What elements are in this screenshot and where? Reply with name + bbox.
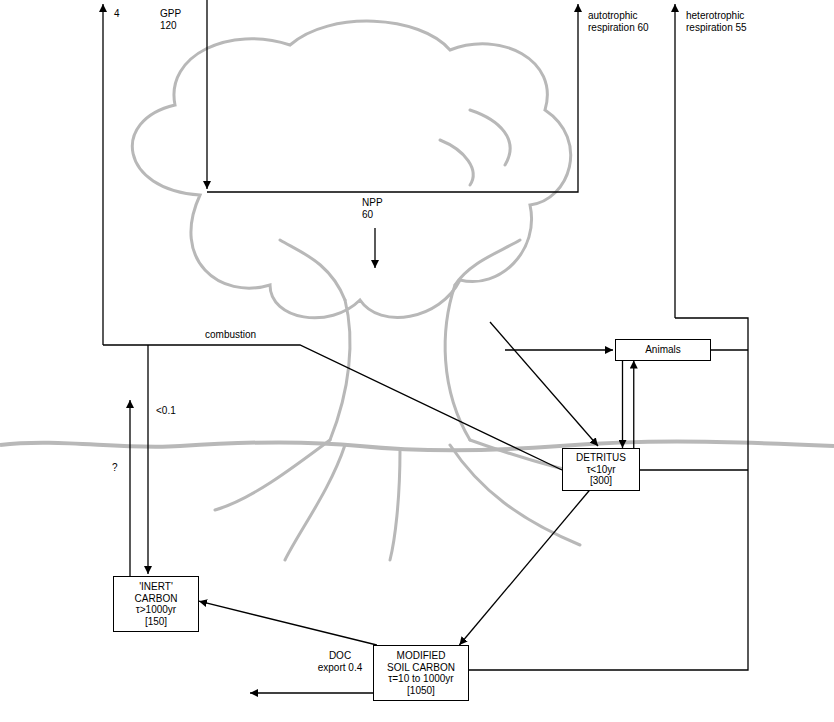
charcoal-flux [147, 345, 148, 574]
flux-label: autotrophic respiration 60 [588, 10, 650, 34]
pool-name: Animals [622, 344, 704, 356]
flux-label: 4 [114, 8, 120, 20]
combustion-line [103, 345, 562, 470]
flux-label: <0.1 [156, 405, 176, 417]
heterotrophic-line [469, 318, 748, 670]
flux-label: combustion [205, 329, 256, 341]
detritus-respiration [640, 469, 748, 470]
flux-label: NPP 60 [362, 197, 390, 221]
npp-flux [374, 228, 375, 268]
animals-box: Animals [615, 339, 711, 361]
pool-box: 'INERT' CARBONτ>1000yr[150] [113, 576, 199, 632]
tree-to-animals [505, 349, 613, 350]
heterotrophic-flux [674, 4, 675, 318]
doc-export [250, 692, 373, 693]
ground-line [0, 442, 834, 451]
pool-value: [150] [124, 616, 188, 628]
pool-name: MODIFIED SOIL CARBON [384, 650, 458, 673]
pool-name: 'INERT' CARBON [124, 581, 188, 604]
flux-lines [103, 0, 748, 693]
flux-label: DOC export 0.4 [316, 650, 364, 674]
pool-box: DETRITUSτ<10yr[300] [562, 448, 640, 491]
pool-value: [1050] [384, 685, 458, 697]
autotrophic-flux [207, 4, 578, 192]
flux-label: heterotrophic respiration 55 [686, 10, 756, 34]
pool-value: [300] [567, 475, 635, 487]
carbon-flow [459, 491, 589, 646]
tree-outline [132, 21, 600, 560]
combustion-flux [102, 4, 103, 345]
gpp-flux [206, 0, 207, 189]
pool-box: MODIFIED SOIL CARBONτ=10 to 1000yr[1050] [373, 645, 469, 701]
carbon-flow [199, 601, 377, 645]
flux-label: GPP 120 [160, 8, 192, 32]
flux-label: ? [112, 462, 118, 474]
carbon-flow [622, 361, 623, 449]
pool-value: τ>1000yr [124, 604, 188, 616]
pool-value: τ=10 to 1000yr [384, 673, 458, 685]
pool-value: τ<10yr [567, 464, 635, 476]
litterfall [490, 322, 598, 446]
inert-release [129, 400, 130, 576]
carbon-flow [633, 361, 634, 449]
pool-name: DETRITUS [567, 452, 635, 464]
animal-respiration [711, 349, 748, 350]
